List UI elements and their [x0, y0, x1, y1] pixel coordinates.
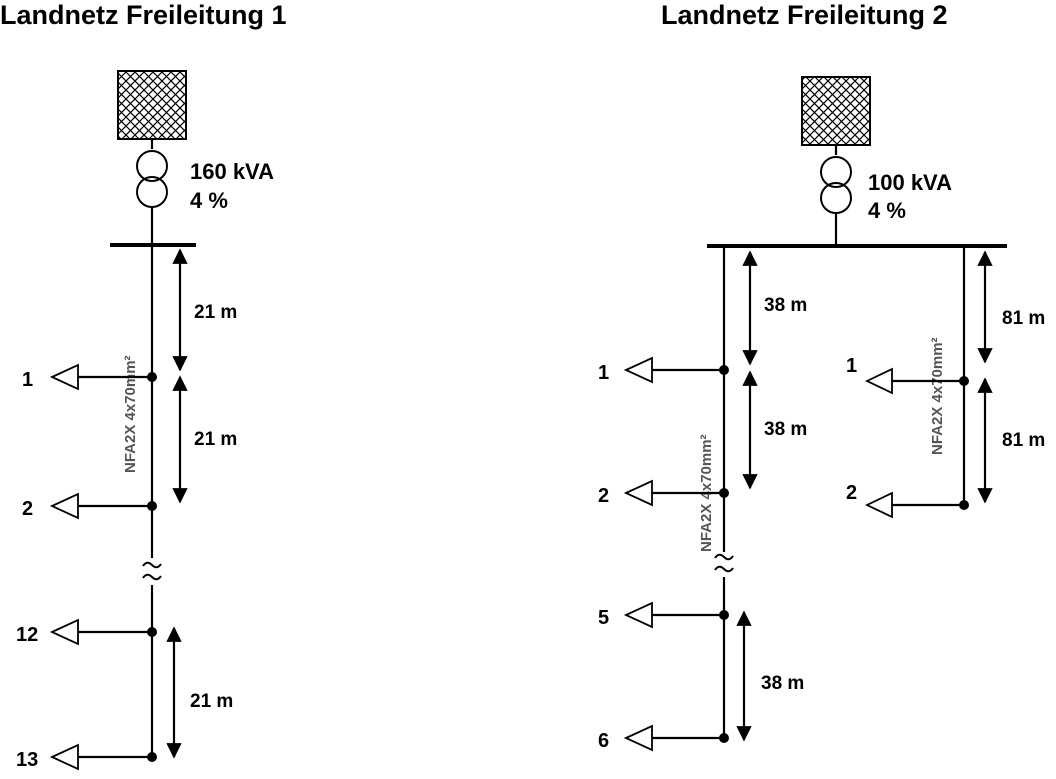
diagram-2-title: Landnetz Freileitung 2 — [661, 0, 948, 30]
grid-supply-icon — [117, 70, 187, 140]
diagram-1-title: Landnetz Freileitung 1 — [0, 0, 287, 30]
node-label: 1 — [846, 355, 857, 377]
node-6: 6 — [598, 724, 729, 752]
load-arrow-icon — [49, 492, 79, 520]
node-1: 1 — [846, 355, 969, 395]
node-label: 1 — [22, 369, 33, 391]
transformer-power: 160 kVA — [190, 159, 274, 184]
distance-label: 21 m — [194, 302, 237, 323]
node-2: 2 — [22, 492, 157, 520]
node-label: 6 — [598, 730, 609, 752]
load-arrow-icon — [623, 601, 653, 629]
diagram-freileitung-1: Landnetz Freileitung 1 160 kVA 4 % NFA2X… — [0, 0, 287, 771]
load-arrow-icon — [623, 356, 653, 384]
load-arrow-icon — [623, 724, 653, 752]
distance-label: 21 m — [190, 691, 233, 712]
node-13: 13 — [16, 743, 157, 771]
line-break-icon — [142, 561, 162, 581]
cable-type-label: NFA2X 4x70mm² — [929, 337, 946, 455]
transformer-icon — [136, 150, 168, 208]
feeder-a: NFA2X 4x70mm² 1 2 5 — [598, 246, 807, 752]
distance-label: 38 m — [761, 673, 804, 694]
node-2: 2 — [846, 482, 969, 519]
node-label: 2 — [598, 485, 609, 507]
node-label: 5 — [598, 607, 609, 629]
load-arrow-icon — [49, 743, 79, 771]
node-1: 1 — [598, 356, 729, 384]
node-label: 1 — [598, 362, 609, 384]
diagram-freileitung-2: Landnetz Freileitung 2 100 kVA 4 % NFA2X… — [598, 0, 1045, 752]
node-5: 5 — [598, 601, 729, 629]
cable-type-label: NFA2X 4x70mm² — [122, 355, 139, 473]
transformer-impedance: 4 % — [190, 188, 228, 213]
node-1: 1 — [22, 363, 157, 391]
node-2: 2 — [598, 479, 729, 507]
load-arrow-icon — [49, 363, 79, 391]
feeder-b: NFA2X 4x70mm² 1 2 81 m 81 m — [846, 246, 1045, 519]
distance-label: 38 m — [764, 419, 807, 440]
grid-supply-icon — [801, 76, 871, 146]
transformer-impedance: 4 % — [868, 198, 906, 223]
line-break-icon — [714, 553, 734, 573]
load-arrow-icon — [864, 367, 893, 395]
distance-label: 81 m — [1002, 308, 1045, 329]
node-12: 12 — [16, 618, 157, 646]
node-label: 13 — [16, 749, 38, 771]
distance-label: 38 m — [764, 295, 807, 316]
transformer-power: 100 kVA — [868, 170, 952, 195]
node-label: 12 — [16, 624, 38, 646]
transformer-icon — [820, 156, 852, 214]
distance-label: 81 m — [1002, 430, 1045, 451]
load-arrow-icon — [49, 618, 79, 646]
load-arrow-icon — [623, 479, 653, 507]
node-label: 2 — [22, 498, 33, 520]
node-label: 2 — [846, 482, 857, 504]
load-arrow-icon — [864, 491, 893, 519]
distance-label: 21 m — [194, 429, 237, 450]
